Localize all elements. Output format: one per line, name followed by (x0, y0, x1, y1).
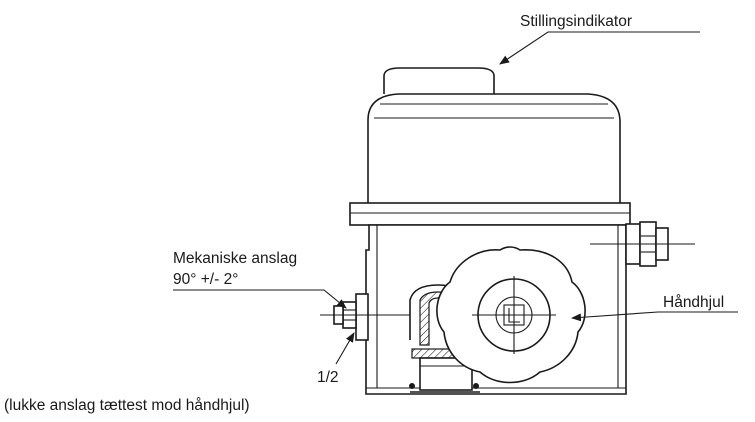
label-fraction: 1/2 (317, 369, 339, 386)
label-mechanical-stop-angle: 90° +/- 2° (173, 271, 238, 288)
leader-half (335, 332, 355, 365)
label-handwheel: Håndhjul (663, 294, 724, 311)
leader-mechanical-stop (173, 289, 347, 309)
label-close-stop-note: (lukke anslag tættest mod håndhjul) (4, 397, 250, 414)
label-position-indicator: Stillingsindikator (520, 13, 632, 30)
actuator-cover (367, 93, 621, 206)
position-indicator-shape (383, 67, 495, 94)
handwheel-shape (436, 246, 586, 384)
actuator-flange (349, 202, 631, 226)
cable-gland (590, 221, 695, 267)
label-mechanical-stop: Mekaniske anslag (173, 250, 297, 267)
leader-position-indicator (499, 31, 700, 65)
leader-handwheel (571, 311, 659, 322)
leader-lines (173, 31, 738, 365)
